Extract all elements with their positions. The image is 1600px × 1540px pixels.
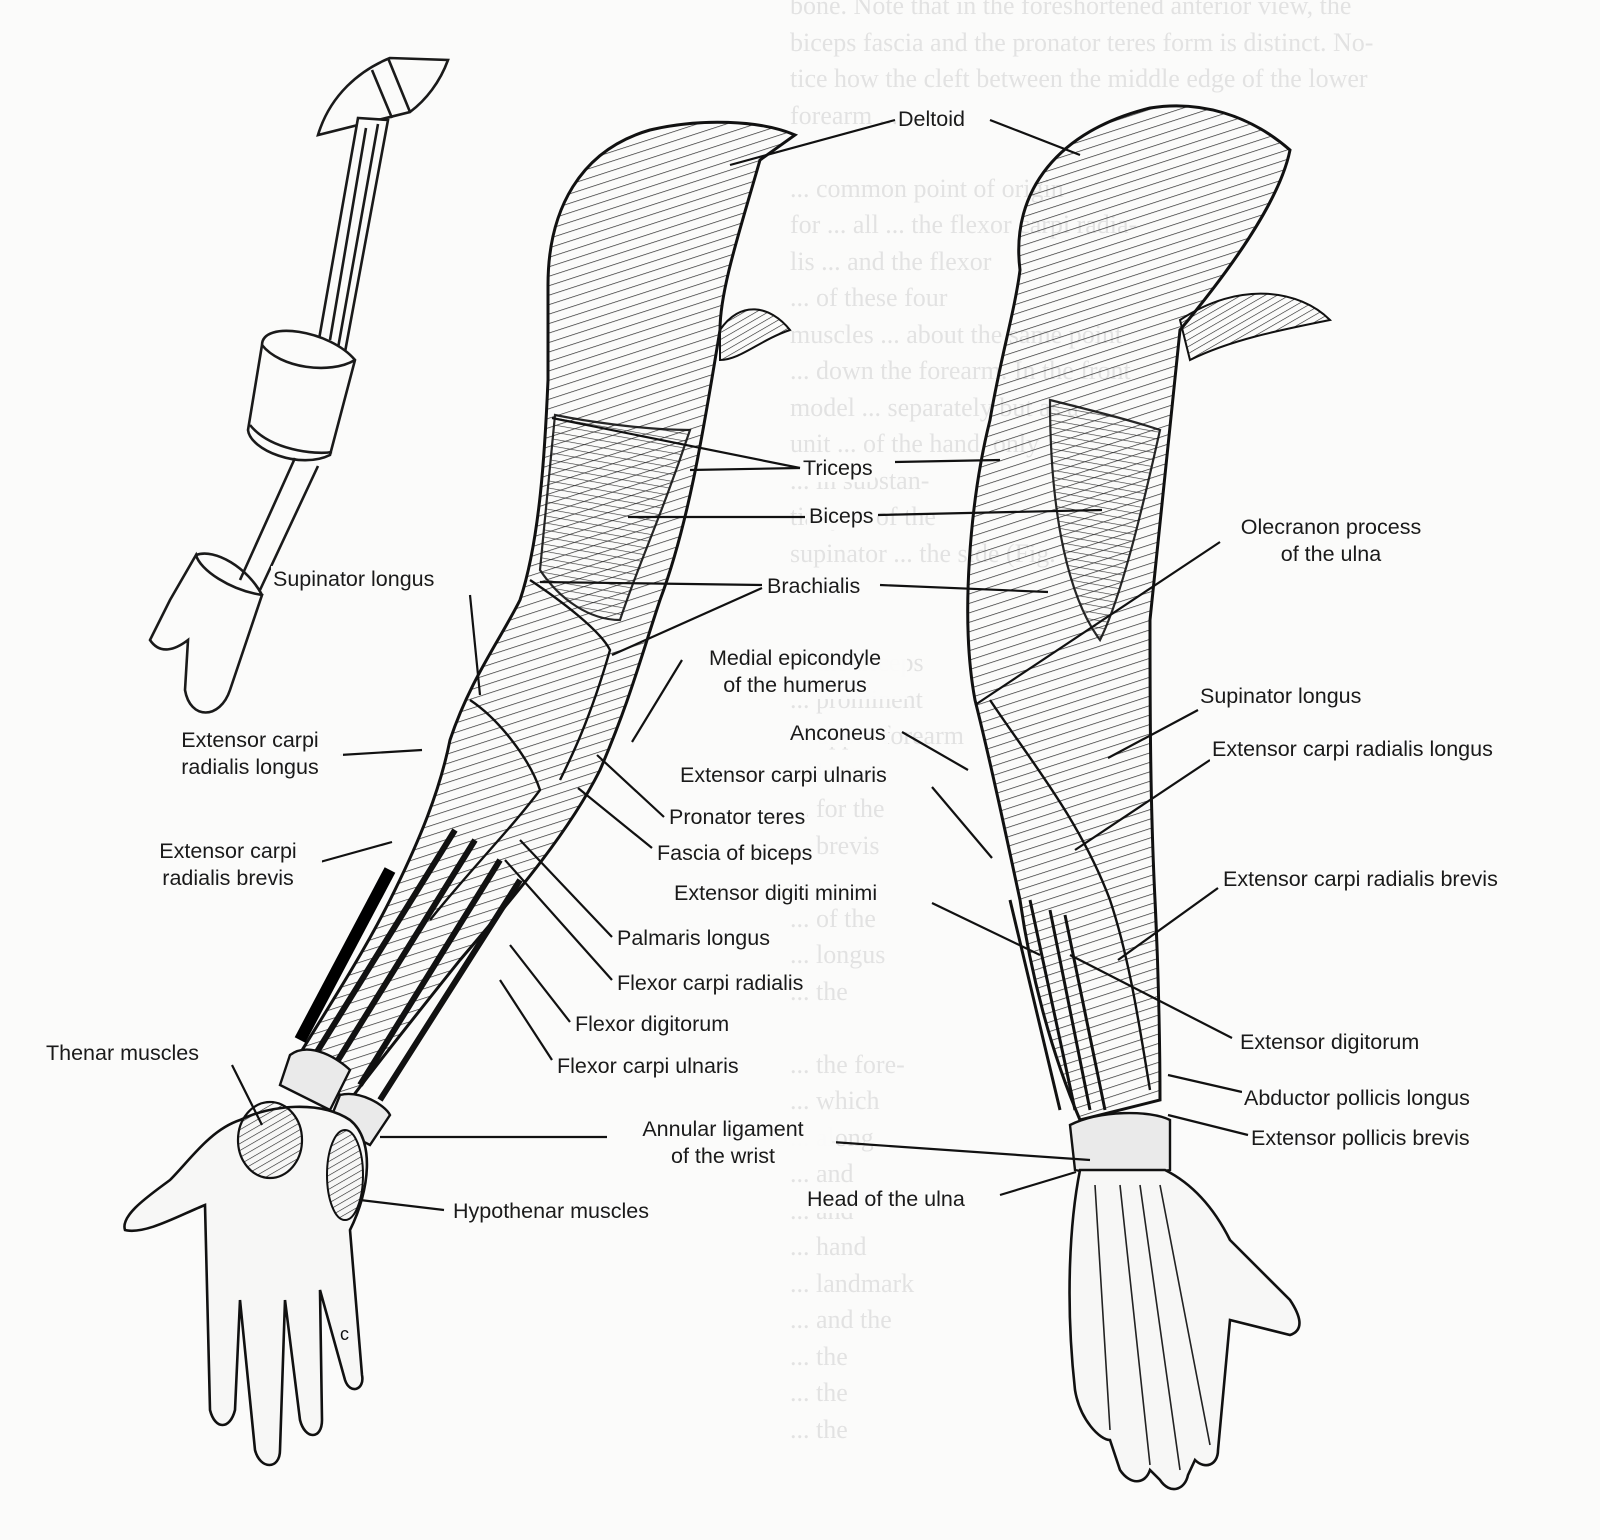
- label-annular-ligament-line1: Annular ligament: [642, 1117, 804, 1141]
- label-extensor-carpi-ulnaris: Extensor carpi ulnaris: [678, 762, 889, 789]
- label-medial-epicondyle: Medial epicondyle of the humerus: [683, 645, 907, 699]
- label-medial-epicondyle-line1: Medial epicondyle: [708, 646, 882, 670]
- label-ecrl-right: Extensor carpi radialis longus: [1210, 736, 1495, 763]
- label-extensor-digiti-minimi: Extensor digiti minimi: [672, 880, 880, 907]
- label-supinator-longus-left: Supinator longus: [271, 566, 437, 593]
- leader-lines: [231, 118, 1249, 1212]
- label-ecrl-left-line1: Extensor carpi: [181, 728, 319, 752]
- right-arm-posterior: [966, 104, 1333, 1491]
- label-olecranon-process: Olecranon process of the ulna: [1224, 514, 1438, 568]
- label-extensor-digitorum: Extensor digitorum: [1238, 1029, 1422, 1056]
- label-annular-ligament: Annular ligament of the wrist: [610, 1116, 836, 1170]
- label-flexor-carpi-radialis: Flexor carpi radialis: [615, 970, 806, 997]
- label-annular-ligament-line2: of the wrist: [671, 1144, 775, 1168]
- label-medial-epicondyle-line2: of the humerus: [723, 673, 867, 697]
- label-flexor-carpi-ulnaris: Flexor carpi ulnaris: [555, 1053, 741, 1080]
- label-ecrb-right: Extensor carpi radialis brevis: [1221, 866, 1500, 893]
- label-ecrl-left-line2: radialis longus: [181, 755, 319, 779]
- label-palmaris-longus: Palmaris longus: [615, 925, 772, 952]
- label-olecranon-line1: Olecranon process: [1240, 515, 1422, 539]
- label-brachialis: Brachialis: [765, 573, 863, 600]
- label-thenar-muscles: Thenar muscles: [44, 1040, 201, 1067]
- label-biceps: Biceps: [807, 503, 876, 530]
- label-anconeus: Anconeus: [788, 720, 888, 747]
- label-deltoid: Deltoid: [896, 106, 967, 133]
- label-olecranon-line2: of the ulna: [1280, 542, 1382, 566]
- label-ecrb-left: Extensor carpi radialis brevis: [134, 838, 322, 892]
- label-fascia-of-biceps: Fascia of biceps: [655, 840, 815, 867]
- label-pronator-teres: Pronator teres: [667, 804, 808, 831]
- label-triceps: Triceps: [801, 455, 875, 482]
- left-arm-anterior: c: [123, 120, 799, 1467]
- label-ecrb-left-line2: radialis brevis: [162, 866, 294, 890]
- label-ecrl-left: Extensor carpi radialis longus: [157, 727, 343, 781]
- svg-text:c: c: [340, 1324, 349, 1344]
- label-extensor-pollicis-brevis: Extensor pollicis brevis: [1249, 1125, 1472, 1152]
- label-hypothenar-muscles: Hypothenar muscles: [451, 1198, 651, 1225]
- label-flexor-digitorum: Flexor digitorum: [573, 1011, 732, 1038]
- label-head-of-ulna: Head of the ulna: [805, 1186, 967, 1213]
- label-supinator-longus-right: Supinator longus: [1198, 683, 1364, 710]
- forearm-rotation-sketch: [148, 56, 450, 714]
- label-ecrb-left-line1: Extensor carpi: [159, 839, 297, 863]
- label-abductor-pollicis-longus: Abductor pollicis longus: [1242, 1085, 1472, 1112]
